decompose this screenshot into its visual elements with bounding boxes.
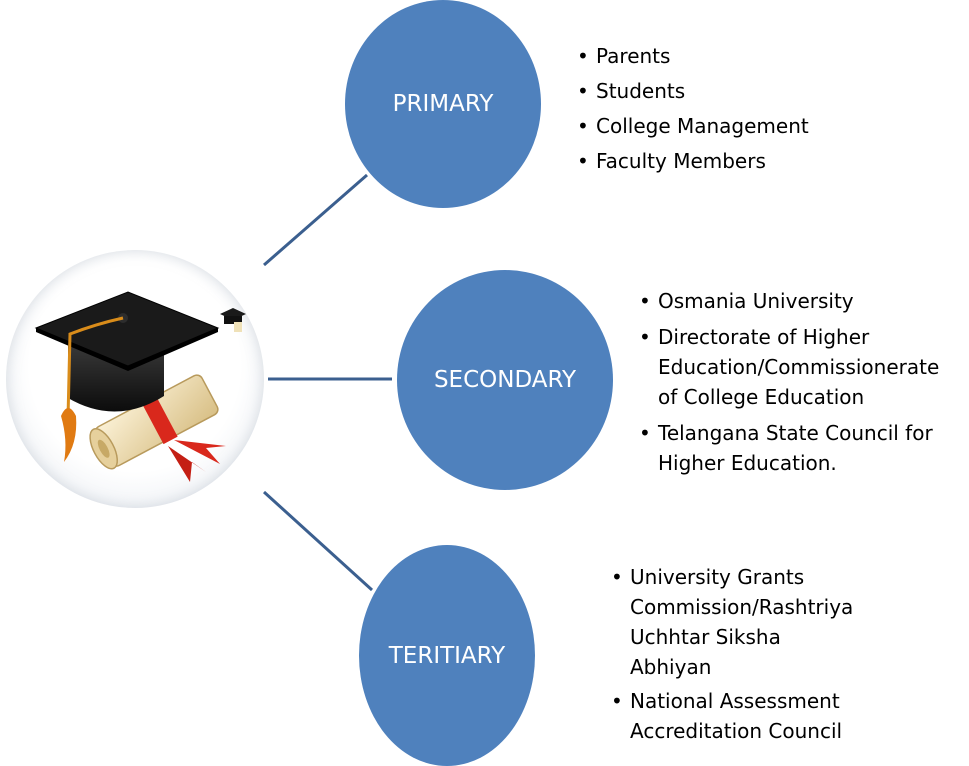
secondary-stakeholder-list: Osmania University Directorate of Higher… xyxy=(639,286,969,484)
list-item: Parents xyxy=(577,39,809,74)
list-item: Directorate of Higher Education/Commissi… xyxy=(639,322,969,412)
list-item: National Assessment Accreditation Counci… xyxy=(611,686,911,746)
node-secondary: SECONDARY xyxy=(397,270,613,490)
node-tertiary-label: TERITIARY xyxy=(388,642,506,669)
list-item-text: Parents xyxy=(596,44,671,68)
list-item: Students xyxy=(577,74,809,109)
connector-primary xyxy=(263,173,368,267)
list-item: University Grants Commission/Rashtriya U… xyxy=(611,562,911,682)
list-item-text: Directorate of Higher Education/Commissi… xyxy=(658,325,940,409)
connector-tertiary xyxy=(262,490,374,592)
node-tertiary: TERITIARY xyxy=(359,545,535,766)
list-item-text: College Management xyxy=(596,114,809,138)
node-primary-label: PRIMARY xyxy=(392,91,494,117)
list-item-text: Faculty Members xyxy=(596,149,766,173)
list-item-text: National Assessment Accreditation Counci… xyxy=(630,689,843,743)
list-item: Osmania University xyxy=(639,286,969,316)
list-item-text: Osmania University xyxy=(658,289,854,313)
list-item-text: Students xyxy=(596,79,686,103)
list-item: Telangana State Council for Higher Educa… xyxy=(639,418,969,478)
primary-stakeholder-list: Parents Students College Management Facu… xyxy=(577,39,809,179)
list-item-text: Telangana State Council for Higher Educa… xyxy=(658,421,933,475)
list-item: College Management xyxy=(577,109,809,144)
hub-image xyxy=(6,250,264,508)
tertiary-stakeholder-list: University Grants Commission/Rashtriya U… xyxy=(611,562,911,750)
node-secondary-label: SECONDARY xyxy=(433,367,577,393)
graduation-cap-and-diploma-icon xyxy=(34,291,246,482)
node-primary: PRIMARY xyxy=(345,0,541,208)
list-item-text: University Grants Commission/Rashtriya U… xyxy=(630,565,854,679)
list-item: Faculty Members xyxy=(577,144,809,179)
